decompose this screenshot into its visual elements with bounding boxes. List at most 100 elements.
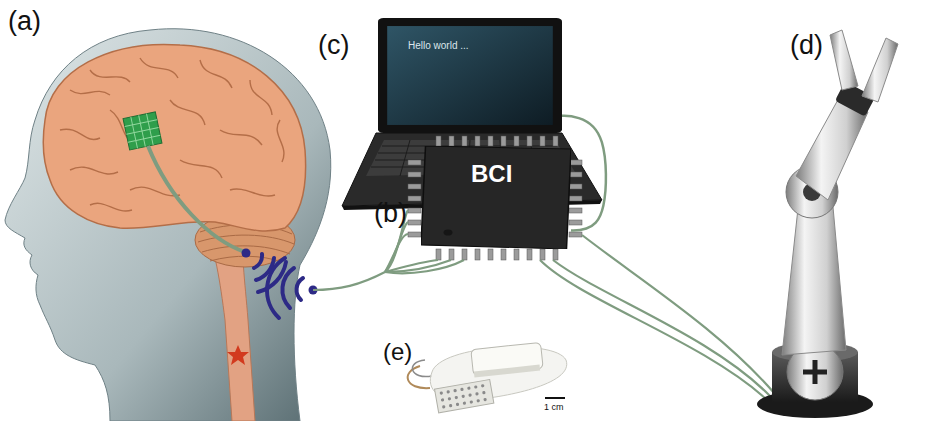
panel-label: (e)	[383, 338, 412, 366]
implant-device	[469, 400, 473, 404]
chip-pins	[569, 232, 582, 237]
chip-pins	[436, 136, 441, 146]
chip-pins	[569, 220, 582, 225]
chip-pins	[514, 249, 519, 260]
chip-pins	[462, 136, 467, 146]
signal-wires	[540, 260, 765, 398]
scale-bar	[545, 397, 565, 399]
implant-device	[482, 391, 486, 395]
signal-wires	[582, 235, 775, 394]
chip-pins	[501, 249, 506, 260]
electrode-grid	[123, 112, 162, 150]
chip-pins	[408, 196, 421, 201]
implant-cable	[148, 146, 245, 252]
chip-pins	[436, 249, 441, 260]
implant-device	[456, 403, 460, 407]
chip-pins	[553, 136, 558, 146]
chip-pins	[408, 184, 421, 189]
chip-pins	[540, 249, 545, 260]
chip-pins	[553, 249, 558, 260]
wireless-waves	[297, 278, 303, 300]
implant-device	[449, 404, 453, 408]
head-silhouette	[5, 29, 331, 421]
chip-pins	[488, 249, 493, 260]
chip-pins	[569, 208, 582, 213]
cerebellum	[198, 225, 294, 262]
signal-wires	[385, 260, 451, 272]
signal-wires	[385, 260, 464, 273]
chip-pins	[475, 249, 480, 260]
implant-device	[475, 392, 479, 396]
chip-pins	[569, 196, 582, 201]
robot-arm	[830, 30, 858, 90]
wireless-waves	[282, 268, 294, 308]
chip-pins	[569, 184, 582, 189]
implant-device	[408, 342, 567, 412]
implant-device	[476, 399, 480, 403]
implant-cable	[242, 249, 251, 258]
chip-body	[421, 146, 571, 249]
chip-pins	[408, 172, 421, 177]
electrode-grid	[123, 112, 162, 150]
chip-pins	[449, 249, 454, 260]
brain	[43, 44, 305, 231]
wireless-waves	[254, 254, 262, 268]
implant-device	[463, 401, 467, 405]
chip-pins	[514, 136, 519, 146]
scale-label: 1 cm	[544, 402, 564, 412]
implant-device	[453, 389, 457, 393]
electrode-grid	[123, 112, 162, 150]
implant-device	[460, 388, 464, 392]
chip-pins	[569, 172, 582, 177]
panel-label: (b)	[374, 198, 407, 229]
node-text: Hello world ...	[408, 40, 552, 51]
chip-pins	[475, 136, 480, 146]
screen-outline	[378, 18, 562, 133]
wireless-waves	[254, 254, 318, 318]
implant-cable	[148, 146, 251, 258]
implant-device	[412, 360, 432, 377]
chip-pins	[408, 136, 582, 260]
electrode-grid	[123, 112, 162, 150]
node-text: BCI	[471, 160, 561, 188]
wireless-waves	[267, 258, 285, 318]
implant-device	[467, 386, 471, 390]
brain	[43, 44, 305, 231]
bci-chip: BCI	[421, 146, 571, 249]
signal-wires	[553, 260, 770, 396]
laptop-screen: Hello world ...	[378, 18, 562, 133]
panel-label: (a)	[8, 6, 41, 37]
implant-device	[448, 397, 452, 401]
chip-pins	[501, 136, 506, 146]
chip-pins	[408, 160, 421, 165]
robot-arm	[803, 360, 827, 384]
implant-device	[439, 391, 443, 395]
chip-pins	[488, 136, 493, 146]
implant-device	[481, 384, 485, 388]
chip-pins	[408, 208, 421, 213]
panel-label: (d)	[790, 30, 823, 61]
chip-pins	[408, 220, 421, 225]
implant-device	[441, 398, 445, 402]
signal-wires	[313, 272, 385, 290]
robot-arm	[862, 38, 898, 102]
implant-device	[474, 365, 540, 378]
chip-pins	[540, 136, 545, 146]
panel-label: (c)	[318, 30, 349, 61]
implant-device	[474, 385, 478, 389]
chip-dot	[444, 229, 453, 235]
spinal-cord	[227, 345, 249, 365]
head-silhouette	[5, 29, 331, 421]
chip-pins	[527, 249, 532, 260]
chip-pins	[527, 136, 532, 146]
chip-pins	[408, 232, 421, 237]
chip-pins	[449, 136, 454, 146]
implant-device	[454, 396, 458, 400]
implant-device	[461, 394, 465, 398]
scale-bar	[545, 398, 565, 399]
screen-bezel	[378, 18, 562, 133]
screen-panel	[387, 26, 553, 125]
implant-device	[468, 393, 472, 397]
implant-device	[435, 379, 494, 412]
